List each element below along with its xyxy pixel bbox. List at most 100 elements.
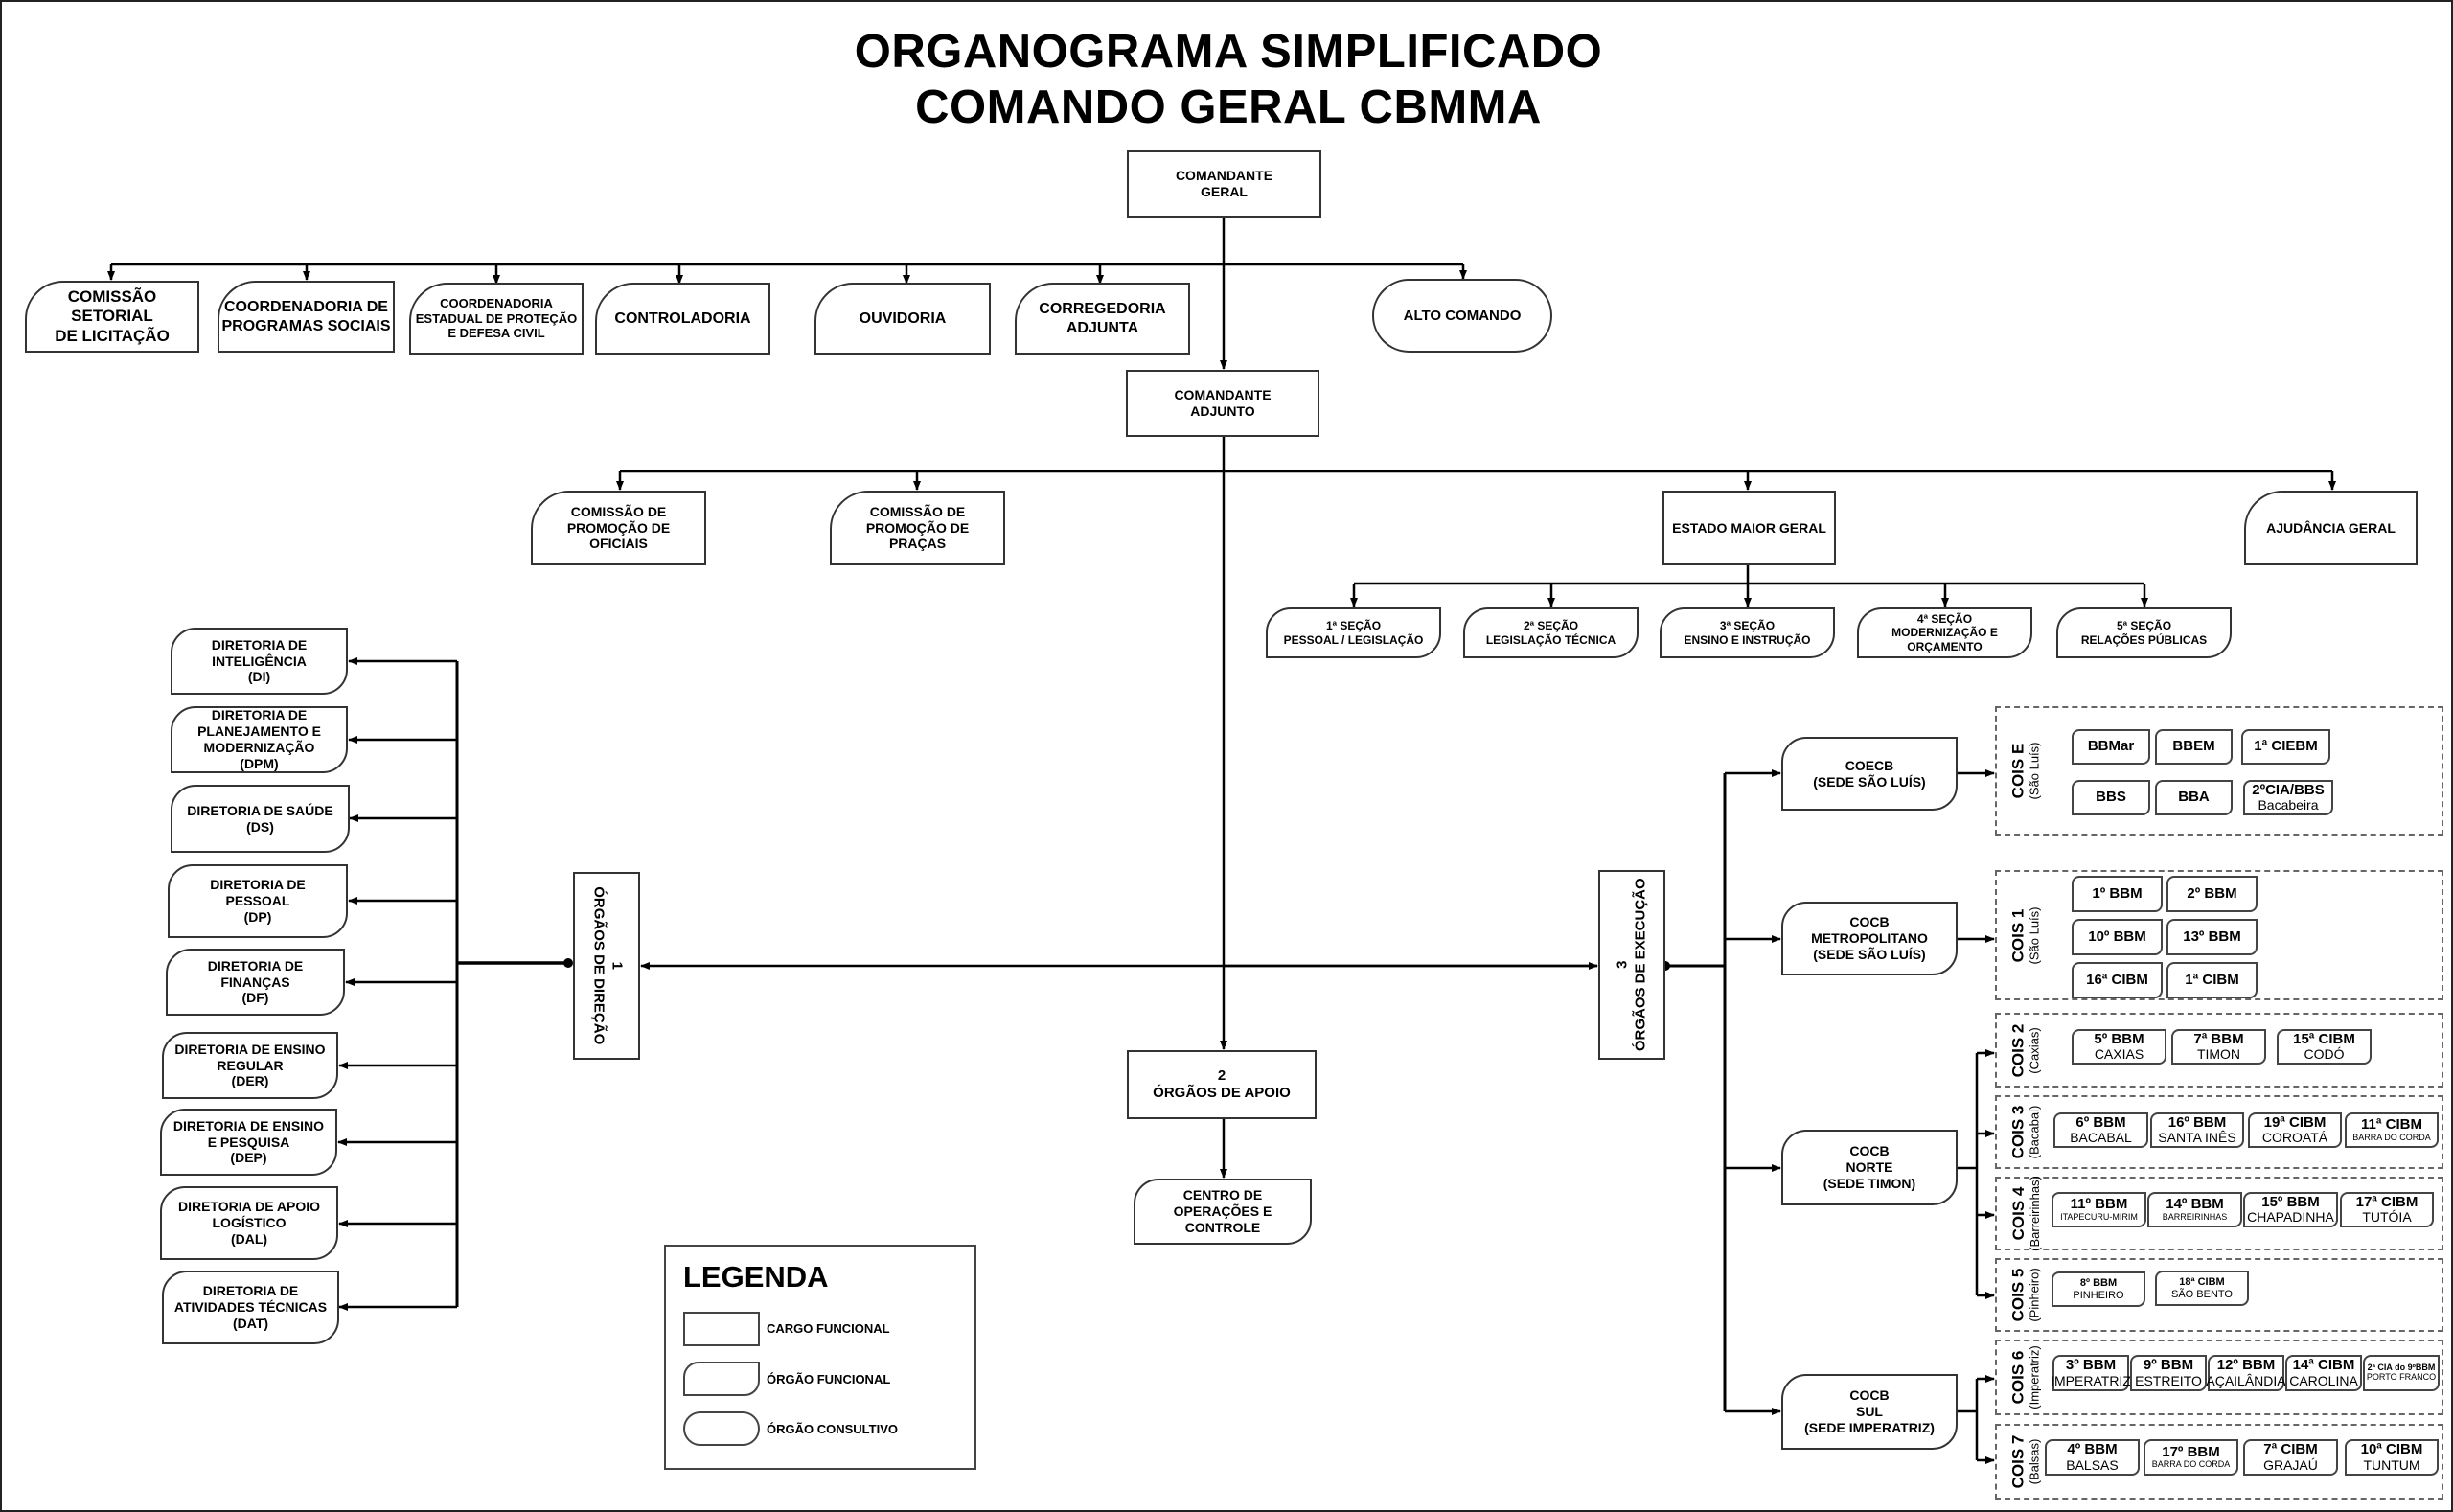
unit-box: BBA: [2155, 780, 2233, 815]
unit-city: CAROLINA: [2289, 1372, 2358, 1388]
unit-name: 18ª CIBM: [2179, 1276, 2225, 1289]
unit-box: 1ª CIBM: [2166, 962, 2258, 998]
unit-name: 17º BBM: [2162, 1443, 2220, 1460]
unit-city: PINHEIRO: [2073, 1289, 2124, 1301]
comissao-promocao-pracas-box: COMISSÃO DE PROMOÇÃO DE PRAÇAS: [830, 491, 1005, 565]
cois-name: COIS 1: [2008, 908, 2028, 962]
cois-label: COIS 1(São Luís): [1997, 872, 2054, 998]
unit-box: 2º BBM: [2166, 876, 2258, 912]
cois-name: COIS 4: [2008, 1186, 2028, 1241]
unit-name: 19ª CIBM: [2263, 1113, 2327, 1131]
cois-label: COIS 2(Caxias): [1997, 1015, 2054, 1086]
comissao-promocao-oficiais-box: COMISSÃO DE PROMOÇÃO DE OFICIAIS: [531, 491, 706, 565]
cois-city: (Barreirinhas): [2027, 1176, 2042, 1251]
unit-name: 9º BBM: [2143, 1357, 2194, 1374]
ouvidoria-box: OUVIDORIA: [814, 283, 991, 355]
unit-name: 1ª CIEBM: [2254, 738, 2318, 755]
unit-city: TIMON: [2196, 1046, 2241, 1063]
secao-box-5: 5ª SEÇÃO RELAÇÕES PÚBLICAS: [2056, 607, 2232, 658]
diretoria-box-6: DIRETORIA DE ENSINO REGULAR (DER): [162, 1032, 338, 1099]
unit-city: SÃO BENTO: [2171, 1288, 2233, 1300]
junction-dot-direcao: [563, 958, 573, 968]
unit-name: 11º BBM: [2070, 1196, 2128, 1213]
unit-city: SANTA INÊS: [2158, 1130, 2236, 1146]
unit-box: 13º BBM: [2166, 919, 2258, 955]
cois-city: (Bacabal): [2027, 1105, 2042, 1159]
cois-group-7: COIS 6(Imperatriz): [1995, 1340, 2443, 1415]
unit-city: PORTO FRANCO: [2366, 1372, 2437, 1382]
orgaos-direcao-box-label: 1 ÓRGÃOS DE DIREÇÃO: [590, 886, 625, 1045]
unit-city: CHAPADINHA: [2247, 1209, 2334, 1226]
cois-label: COIS 4(Barreirinhas): [1997, 1176, 2054, 1251]
unit-name: 14º BBM: [2166, 1196, 2224, 1213]
orgaos-execucao-box-label: 3 ÓRGÃOS DE EXECUÇÃO: [1614, 878, 1649, 1052]
unit-city: BARRA DO CORDA: [2151, 1459, 2231, 1470]
comando-box-2: COCB METROPOLITANO (SEDE SÃO LUÍS): [1781, 902, 1958, 975]
comando-box-3: COCB NORTE (SEDE TIMON): [1781, 1130, 1958, 1205]
unit-name: BBS: [2096, 789, 2126, 806]
cois-group-4: COIS 3(Bacabal): [1995, 1095, 2443, 1169]
unit-city: BARRA DO CORDA: [2352, 1132, 2431, 1142]
unit-name: BBMar: [2087, 738, 2135, 755]
unit-city: TUNTUM: [2363, 1456, 2420, 1473]
unit-city: CAXIAS: [2094, 1046, 2144, 1063]
unit-city: COROATÁ: [2261, 1130, 2328, 1146]
cois-group-6: COIS 5(Pinheiro): [1995, 1258, 2443, 1332]
unit-city: BARREIRINHAS: [2162, 1211, 2228, 1222]
cois-group-2: COIS 1(São Luís): [1995, 870, 2443, 1000]
cois-group-5: COIS 4(Barreirinhas): [1995, 1176, 2443, 1251]
unit-name: 8º BBM: [2079, 1277, 2118, 1290]
unit-city: AÇAILÂNDIA: [2206, 1372, 2286, 1388]
corregedoria-adjunta-box: CORREGEDORIA ADJUNTA: [1015, 283, 1190, 355]
unit-name: 7ª CIBM: [2263, 1441, 2318, 1458]
chart-title-line-1: ORGANOGRAMA SIMPLIFICADO: [854, 26, 1603, 78]
secao-box-2: 2ª SEÇÃO LEGISLAÇÃO TÉCNICA: [1463, 607, 1639, 658]
unit-city: Bacabeira: [2258, 797, 2319, 813]
unit-name: BBEM: [2172, 738, 2215, 755]
unit-name: 12º BBM: [2216, 1357, 2276, 1374]
unit-box: 1º BBM: [2072, 876, 2163, 912]
unit-name: 6º BBM: [2075, 1113, 2126, 1131]
unit-city: BACABAL: [2070, 1130, 2132, 1146]
unit-name: 10ª CIBM: [2360, 1441, 2423, 1458]
legend-title: LEGENDA: [683, 1260, 829, 1294]
unit-city: TUTÓIA: [2362, 1209, 2412, 1226]
unit-name: 10º BBM: [2088, 928, 2146, 945]
legend: LEGENDA CARGO FUNCIONAL ÓRGÃO FUNCIONAL …: [664, 1245, 976, 1470]
unit-name: 14ª CIBM: [2292, 1357, 2355, 1374]
comando-box-4: COCB SUL (SEDE IMPERATRIZ): [1781, 1374, 1958, 1450]
unit-city: ESTREITO: [2135, 1372, 2202, 1388]
legend-cargo-label: CARGO FUNCIONAL: [767, 1321, 890, 1336]
unit-name: 2ºCIA/BBS: [2252, 781, 2325, 798]
unit-box: 1ª CIEBM: [2241, 729, 2330, 765]
cois-group-1: COIS E(São Luís): [1995, 706, 2443, 836]
orgaos-execucao-box: 3 ÓRGÃOS DE EXECUÇÃO: [1598, 870, 1665, 1060]
legend-orgao-funcional-shape: [683, 1362, 760, 1396]
unit-box: 16ª CIBM: [2072, 962, 2163, 998]
cois-name: COIS 3: [2008, 1105, 2028, 1159]
ajudancia-geral-box: AJUDÂNCIA GERAL: [2244, 491, 2418, 565]
unit-name: BBA: [2178, 789, 2210, 806]
unit-name: 3º BBM: [2065, 1357, 2117, 1374]
alto-comando-box: ALTO COMANDO: [1372, 279, 1552, 353]
legend-orgao-consultivo-shape: [683, 1411, 760, 1446]
comandante-geral-box: COMANDANTE GERAL: [1127, 150, 1321, 218]
diretoria-box-1: DIRETORIA DE INTELIGÊNCIA (DI): [171, 628, 348, 695]
diretoria-box-9: DIRETORIA DE ATIVIDADES TÉCNICAS (DAT): [162, 1271, 339, 1344]
